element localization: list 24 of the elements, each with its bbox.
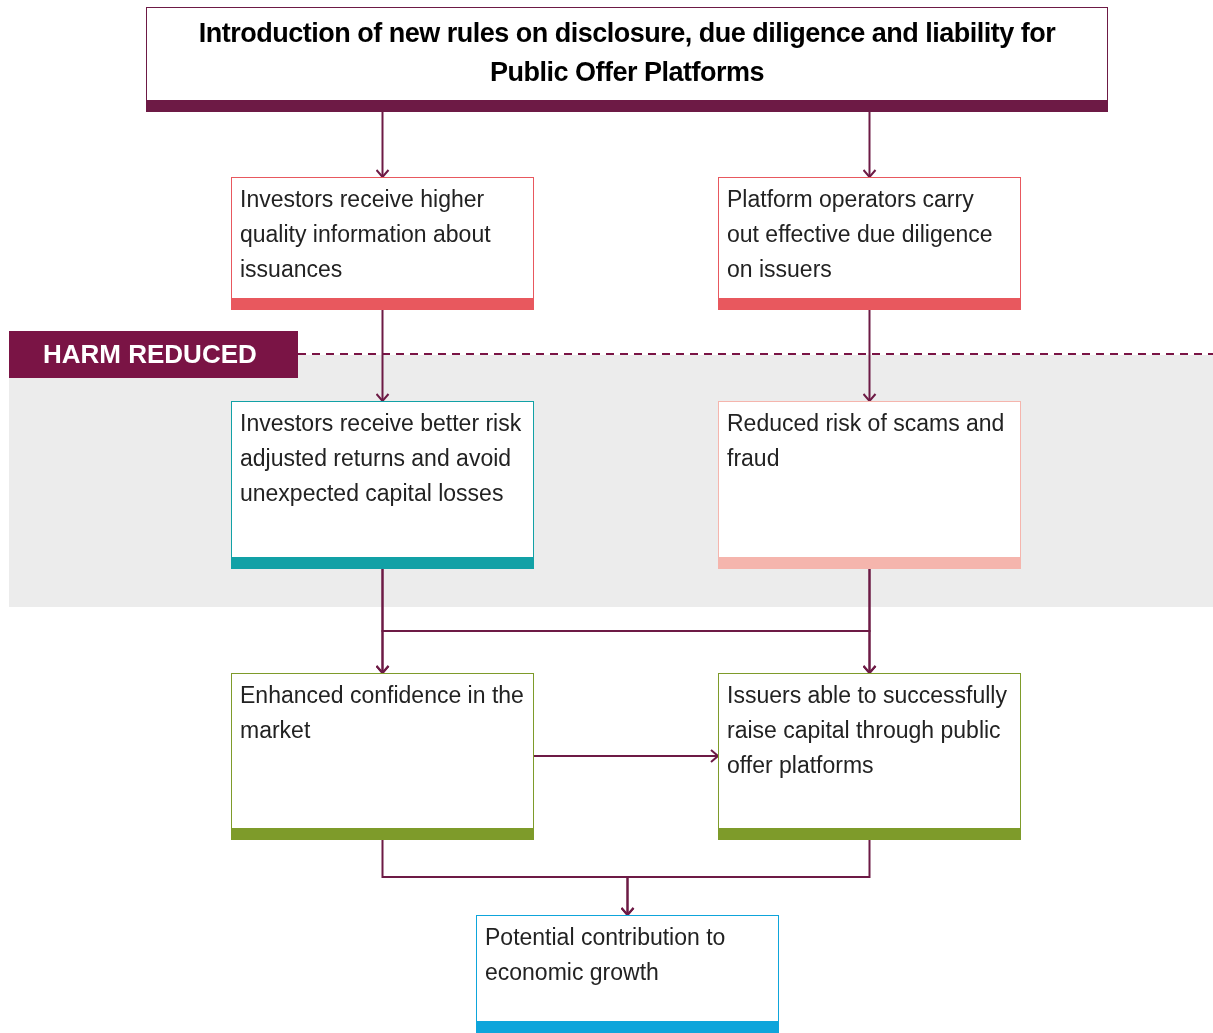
outcome-box [718, 673, 1021, 840]
box-text: Reduced risk of scams and fraud [726, 409, 1006, 473]
outcome-box [718, 401, 1021, 569]
box-text: Enhanced confidence in the market [239, 681, 525, 745]
title-box [146, 7, 1108, 112]
title-text: Introduction of new rules on disclosure, due diligence and liability for Public Offer Platforms [197, 17, 1057, 89]
arrow [533, 749, 719, 763]
outcome-box [476, 915, 779, 1033]
box-text: Issuers able to successfully raise capital through public offer platforms [726, 681, 1008, 780]
arrow [862, 111, 877, 178]
outcome-box [231, 401, 534, 569]
arrow [375, 309, 390, 402]
arrow [862, 309, 877, 402]
box-text: Potential contribution to economic growth [484, 923, 727, 987]
outcome-box [231, 673, 534, 840]
box-text: Investors receive better risk adjusted returns and avoid unexpected capital losses [239, 409, 523, 508]
box-text: Investors receive higher quality information about issuances [239, 185, 492, 284]
section-tag: HARM REDUCED [9, 331, 298, 378]
arrow [862, 568, 877, 674]
box-text: Platform operators carry out effective due diligence on issuers [726, 185, 994, 284]
arrow [375, 111, 390, 178]
process-box [231, 177, 534, 310]
arrow [620, 839, 871, 916]
process-box [718, 177, 1021, 310]
